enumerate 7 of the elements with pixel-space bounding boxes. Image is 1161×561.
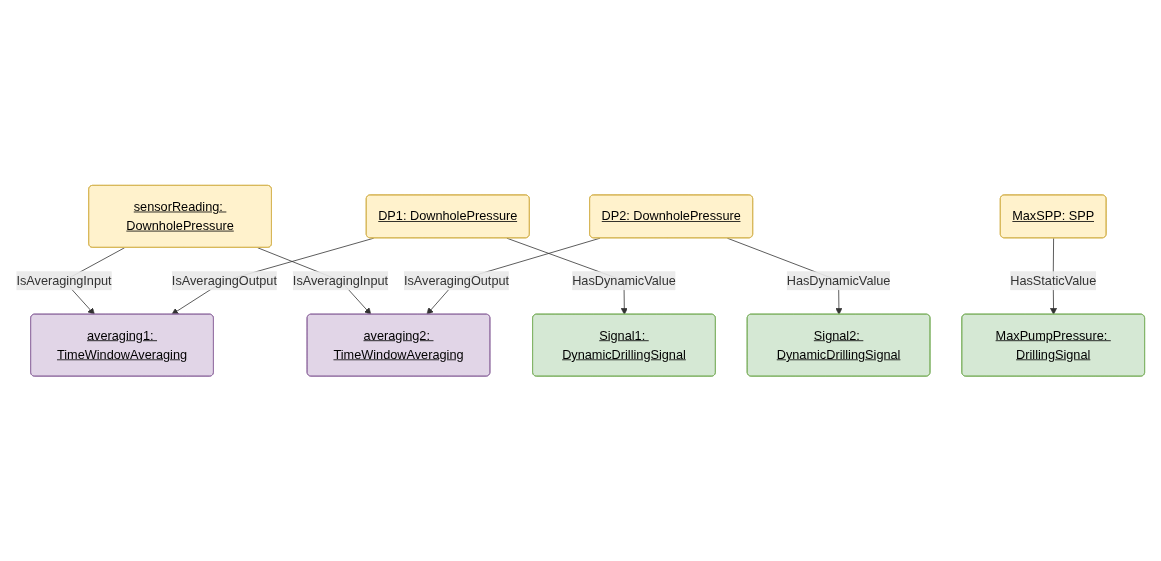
edge-label: HasDynamicValue	[572, 273, 676, 287]
edge-label: IsAveragingInput	[292, 273, 389, 287]
edge-label: HasStaticValue	[1010, 273, 1097, 287]
edge-label: IsAveragingOutput	[171, 273, 277, 287]
edge-label: HasDynamicValue	[786, 273, 891, 287]
edge-label: IsAveragingOutput	[403, 273, 510, 287]
edge-label: IsAveragingInput	[16, 273, 112, 287]
